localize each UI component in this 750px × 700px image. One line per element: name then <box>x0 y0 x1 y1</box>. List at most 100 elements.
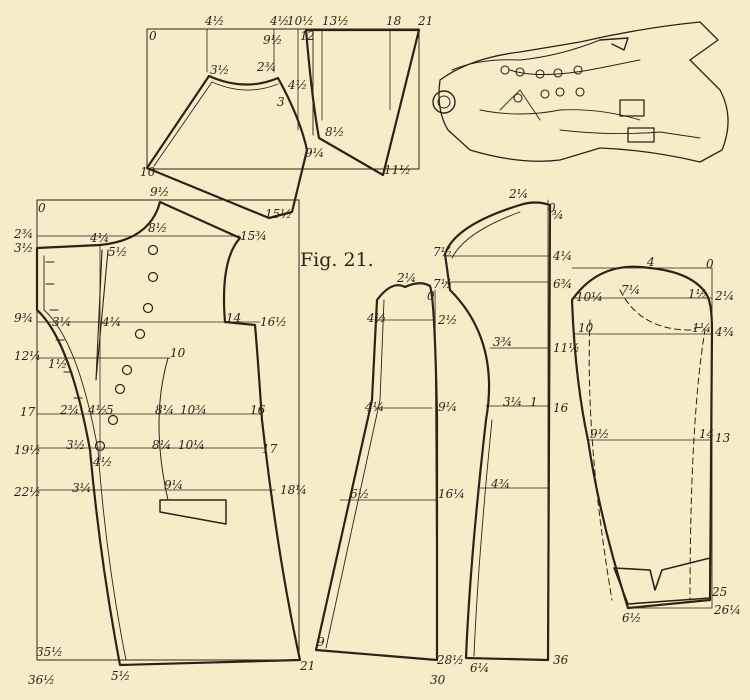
sidebody-draft-measurement: 28½ <box>436 653 464 667</box>
forepart-draft-measurement: 8½ <box>148 221 167 235</box>
sleeve-draft-measurement: 14 <box>699 427 714 441</box>
forepart-draft-measurement: 3½ <box>66 438 85 452</box>
collar-draft-measurement: 9¼ <box>305 146 324 160</box>
collar-draft-measurement: 15½ <box>265 207 292 221</box>
forepart-draft-measurement: 4¼ <box>89 231 109 245</box>
back-draft-measurement: 36 <box>553 653 569 667</box>
sleeve-draft <box>570 265 714 610</box>
collar-frame <box>146 28 420 170</box>
sidebody-draft-measurement: 4¼ <box>364 400 384 414</box>
sidebody-draft-measurement: 4½ <box>366 311 386 325</box>
sleeve-draft-measurement: 25 <box>711 585 727 599</box>
back-draft-measurement: 1 <box>530 395 538 409</box>
back-draft-measurement: 3¼ <box>503 395 522 409</box>
back-draft-measurement: 7½ <box>433 277 452 291</box>
forepart-draft-measurement: 14 <box>226 311 241 325</box>
sidebody-outline <box>314 282 439 662</box>
back-draft-measurement: 6¾ <box>553 277 572 291</box>
sidebody-draft-measurement: 2¼ <box>396 271 416 285</box>
coat-illustration <box>432 21 729 163</box>
forepart-draft-measurement: 22½ <box>13 485 41 499</box>
coat-body <box>438 21 729 163</box>
back-draft-measurement: 11½ <box>553 341 580 355</box>
forepart-draft-measurement: 3¼ <box>72 481 91 495</box>
coat-buttons <box>500 65 585 103</box>
forepart-draft-measurement: 5½ <box>111 669 130 683</box>
back-draft-measurement: 16 <box>553 401 569 415</box>
collar-draft-measurement: 8½ <box>325 125 344 139</box>
collar-draft-measurement: 0 <box>149 29 157 43</box>
sidebody-draft-measurement: 9 <box>317 635 325 649</box>
forepart-buttons <box>94 244 159 452</box>
back-outline <box>443 201 552 662</box>
forepart-draft-measurement: 8¼ <box>152 438 171 452</box>
collar-draft-measurement: 4½ <box>204 14 224 28</box>
sleeve-draft-measurement: 4 <box>646 255 655 269</box>
figure-caption: Fig. 21. <box>300 249 374 271</box>
forepart-draft-measurement: 10¾ <box>180 403 207 417</box>
collar-draft-measurement: 21 <box>417 14 433 28</box>
back-draft-measurement: 2¼ <box>508 187 528 201</box>
sleeve-draft-measurement: 4¾ <box>714 325 734 339</box>
back-draft <box>443 199 552 662</box>
collar-draft-measurement: 18 <box>386 14 402 28</box>
forepart-draft-measurement: 4½ <box>92 455 112 469</box>
sidebody-draft <box>314 282 439 662</box>
forepart-draft-measurement: 16 <box>250 403 266 417</box>
back-draft-measurement: 7½ <box>433 245 452 259</box>
forepart-draft-measurement: 12¼ <box>14 349 41 363</box>
collar-piece-left <box>145 74 309 220</box>
collar-draft <box>145 28 421 220</box>
collar-draft-measurement: 4½ <box>287 78 307 92</box>
forepart-draft-measurement: 21 <box>299 659 315 673</box>
sleeve-draft-measurement: 2¼ <box>714 289 734 303</box>
sleeve-draft-measurement: 6½ <box>622 611 641 625</box>
sleeve-draft-measurement: 1¼ <box>692 321 711 335</box>
sleeve-draft-measurement: 1½ <box>688 287 707 301</box>
collar-draft-measurement: 2¾ <box>256 60 276 74</box>
back-draft-measurement: 4¼ <box>552 249 572 263</box>
forepart-draft-measurement: 36½ <box>28 673 55 687</box>
forepart-draft-measurement: 9¼ <box>164 478 183 492</box>
forepart-draft <box>35 199 302 667</box>
sleeve-draft-measurement: 10¼ <box>576 290 603 304</box>
forepart-draft-measurement: 10 <box>170 346 186 360</box>
collar-piece-right <box>304 28 421 177</box>
forepart-draft-measurement: 3½ <box>14 241 33 255</box>
sleeve-cuff <box>613 557 711 605</box>
forepart-draft-measurement: 2¾ <box>59 403 79 417</box>
forepart-dart <box>95 249 109 381</box>
sleeve-draft-measurement: 0 <box>706 257 714 271</box>
sidebody-draft-measurement: 30 <box>430 673 446 687</box>
forepart-frame <box>36 199 300 661</box>
forepart-draft-measurement: 18¼ <box>280 483 307 497</box>
collar-draft-measurement: 13½ <box>322 14 349 28</box>
sidebody-draft-measurement: 6½ <box>350 487 369 501</box>
sleeve-draft-measurement: 9½ <box>590 427 609 441</box>
collar-draft-measurement: 3½ <box>210 63 229 77</box>
sleeve-draft-measurement: 10 <box>578 321 594 335</box>
back-draft-measurement: 0 <box>548 201 556 215</box>
forepart-draft-measurement: 35½ <box>36 645 63 659</box>
forepart-draft-measurement: 19½ <box>14 443 41 457</box>
sleeve-draft-measurement: 7¼ <box>621 283 640 297</box>
forepart-draft-measurement: 17 <box>20 405 36 419</box>
pocket-flap <box>159 499 227 525</box>
sleeve-draft-measurement: 13 <box>715 431 731 445</box>
collar-draft-measurement: 10½ <box>287 14 314 28</box>
collar-draft-measurement: 11½ <box>384 163 411 177</box>
forepart-draft-measurement: 4¼ <box>101 315 121 329</box>
collar-draft-measurement: 4½ <box>269 14 289 28</box>
forepart-draft-measurement: 2¾ <box>13 227 33 241</box>
collar-draft-measurement: 9½ <box>263 33 282 47</box>
forepart-draft-measurement: 9¾ <box>14 311 33 325</box>
back-draft-measurement: 4¾ <box>490 477 510 491</box>
collar-draft-measurement: 1 <box>300 29 308 43</box>
forepart-draft-measurement: 4½ <box>87 403 107 417</box>
collar-draft-measurement: 3 <box>277 95 285 109</box>
forepart-draft-measurement: 9½ <box>150 185 169 199</box>
forepart-draft-measurement: 5 <box>106 403 114 417</box>
forepart-draft-measurement: 1½ <box>48 357 67 371</box>
forepart-outline <box>35 200 302 667</box>
sidebody-draft-measurement: 16¼ <box>438 487 465 501</box>
